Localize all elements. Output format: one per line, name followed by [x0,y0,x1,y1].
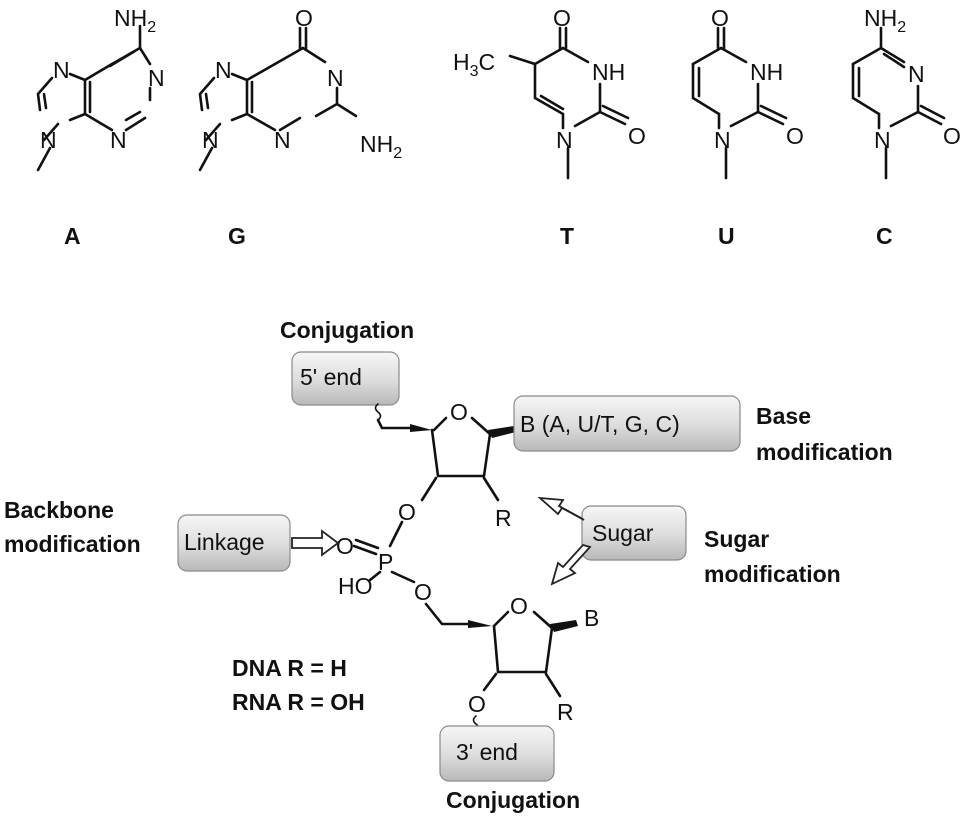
base-mod-line2: modification [756,439,893,465]
sugar-box [581,505,687,561]
cytosine-n1: N [874,127,891,153]
guanine-oxo: O [295,5,313,31]
linkage-label: Linkage [184,529,265,555]
base-label-c: C [876,223,893,249]
linkage-box [177,514,291,572]
phosphate-ester-o2: O [414,579,432,605]
base-box [513,395,741,452]
adenine-n9: N [40,127,57,153]
sugar-label: Sugar [592,520,654,546]
cytosine-n3: N [908,61,925,87]
conjugation-bottom-label: Conjugation [446,787,580,813]
upper-ring-r: R [495,505,512,531]
cytosine-amino-label: NH2 [864,5,906,36]
linkage-arrow [291,529,340,557]
phosphate-group: O P O HO O [336,499,470,626]
uracil-n3h: NH [750,59,783,85]
uracil-structure: O NH O N U [691,5,804,249]
thymine-n3h: NH [592,59,625,85]
backbone-mod-line1: Backbone [4,497,114,523]
base-box-label: B (A, U/T, G, C) [520,411,680,437]
thymine-o4: O [553,5,571,31]
thymine-structure: O H3C NH O N T [453,5,646,249]
five-end-wavy-bond [374,403,382,421]
guanine-n7: N [215,57,232,83]
hydroxyl-label: HO [338,573,373,599]
adenine-n3: N [110,127,127,153]
guanine-structure: O N N N N NH2 G [198,5,402,249]
adenine-n1: N [148,65,165,91]
thymine-methyl-label: H3C [453,49,495,80]
base-label-t: T [560,223,574,249]
cytosine-structure: NH2 N O N C [851,5,961,249]
phosphoryl-oxygen: O [336,533,354,559]
backbone-mod-line2: modification [4,531,141,557]
three-end-label: 3' end [456,739,518,765]
guanine-n9: N [202,127,219,153]
adenine-n7: N [53,57,70,83]
lower-ring-oxygen: O [510,593,528,619]
upper-ring-oxygen: O [450,399,468,425]
uracil-o4: O [711,5,729,31]
conjugation-top-label: Conjugation [280,317,414,343]
sugar-arrow-lower [550,543,592,586]
cytosine-o2: O [943,123,961,149]
lower-ring-r: R [557,699,574,725]
base-label-g: G [228,223,246,249]
rna-note: RNA R = OH [232,689,365,715]
base-label-a: A [64,223,81,249]
three-prime-oxygen: O [468,691,486,717]
thymine-o2: O [628,123,646,149]
phosphate-ester-o1: O [398,499,416,525]
thymine-n1: N [556,127,573,153]
guanine-n3: N [274,127,291,153]
lower-sugar-ring: O B R O [468,593,599,725]
sugar-mod-line2: modification [704,561,841,587]
sugar-arrow-upper [537,496,585,521]
uracil-n1: N [714,127,731,153]
guanine-n1: N [327,65,344,91]
lower-ring-base: B [584,605,599,631]
guanine-amino-label: NH2 [360,131,402,162]
five-end-box [291,351,400,406]
base-label-u: U [718,223,735,249]
phosphorus: P [378,549,393,575]
upper-sugar-ring: O R [376,399,516,531]
sugar-mod-line1: Sugar [704,526,769,552]
adenine-structure: NH2 N N N N A [36,5,165,249]
adenine-amino-label: NH2 [114,5,156,36]
uracil-o2: O [786,123,804,149]
three-end-box [439,725,555,782]
five-end-label: 5' end [300,364,362,390]
base-mod-line1: Base [756,403,811,429]
dna-note: DNA R = H [232,655,347,681]
